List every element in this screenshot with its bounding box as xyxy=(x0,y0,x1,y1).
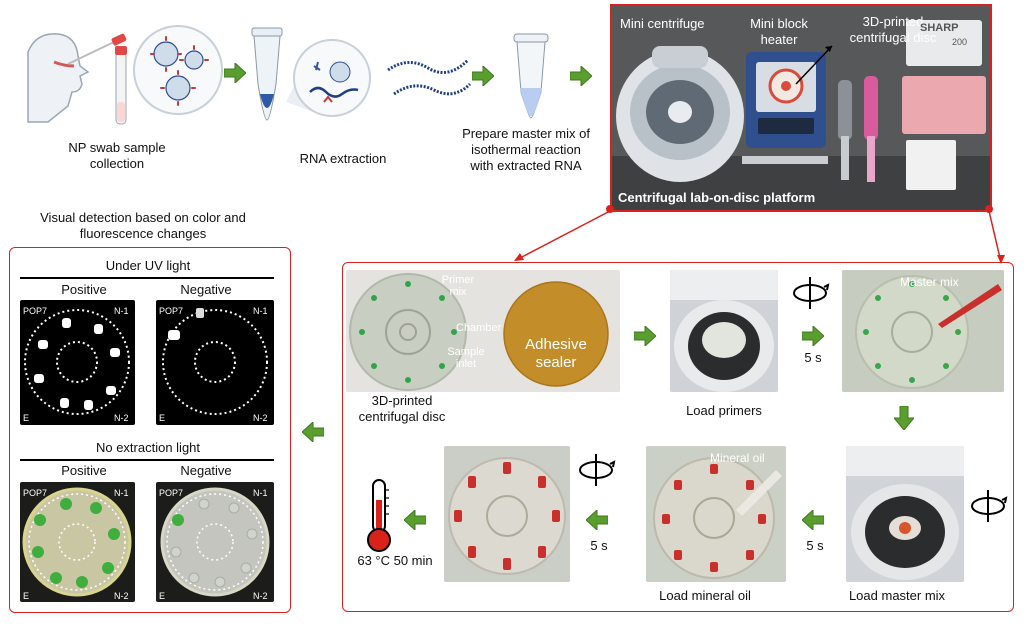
spin-time-1: 5 s xyxy=(804,350,822,365)
uv-positive-n1: N-1 xyxy=(114,306,129,316)
noext-heading: No extraction light xyxy=(95,440,201,455)
uv-positive-photo: POP7 N-1 E N-2 xyxy=(20,300,135,425)
flow-arrow-7 xyxy=(586,510,608,530)
spin-time-3: 5 s xyxy=(590,538,608,553)
uv-negative-n1: N-1 xyxy=(253,306,268,316)
load-primers-photo xyxy=(670,270,778,392)
frame-corner-dot xyxy=(606,205,614,213)
rna-strands-icon xyxy=(387,58,472,96)
callout-line xyxy=(795,45,833,85)
extraction-tube-icon xyxy=(251,27,283,121)
virus-particles-icon xyxy=(133,25,223,115)
sharp-box-label: SHARP xyxy=(920,22,959,34)
uv-negative-n2: N-2 xyxy=(253,413,268,423)
load-mineral-oil-label: Load mineral oil xyxy=(659,588,751,603)
flow-arrow-4 xyxy=(634,326,656,346)
noext-positive-n1: N-1 xyxy=(114,488,129,498)
swab-label: NP swab sample collection xyxy=(68,140,166,171)
spin-icon xyxy=(971,490,1008,522)
uv-positive-pop7: POP7 xyxy=(23,306,48,316)
incubation-label: 63 °C 50 min xyxy=(357,553,433,568)
disc-sealer-photo: Primer mix Chamber Sample inlet Adhesive… xyxy=(346,270,620,392)
load-master-mix-label: Load master mix xyxy=(848,588,946,603)
spin-time-2: 5 s xyxy=(806,538,824,553)
visual-detection-panel xyxy=(9,247,291,613)
uv-negative-e: E xyxy=(159,413,166,423)
uv-positive-n2: N-2 xyxy=(114,413,129,423)
load-master-mix-photo xyxy=(846,446,964,582)
uv-positive-label: Positive xyxy=(61,282,107,297)
noext-positive-pop7: POP7 xyxy=(23,488,48,498)
spin-icon xyxy=(579,454,616,486)
uv-heading: Under UV light xyxy=(105,258,191,273)
master-mix-photo: Master mix xyxy=(842,270,1004,392)
visual-title: Visual detection based on color and fluo… xyxy=(40,210,246,241)
rna-label: RNA extraction xyxy=(299,151,387,166)
flow-arrow-2 xyxy=(472,66,494,86)
noext-negative-n2: N-2 xyxy=(253,591,268,601)
mini-centrifuge-label: Mini centrifuge xyxy=(620,16,705,31)
noext-divider xyxy=(20,459,274,461)
sharp-box-number: 200 xyxy=(952,37,968,47)
mastermix-label: Prepare master mix of isothermal reactio… xyxy=(462,126,590,173)
chamber-label: Chamber xyxy=(456,322,502,334)
mineral-oil-photo: Mineral oil xyxy=(646,446,786,582)
noext-negative-photo: POP7 N-1 E N-2 xyxy=(156,482,274,602)
platform-photo xyxy=(612,6,990,210)
load-primers-label: Load primers xyxy=(686,403,762,418)
adhesive-sealer-label: Adhesive sealer xyxy=(525,336,587,371)
master-mix-label: Master mix xyxy=(900,275,959,289)
noext-positive-label: Positive xyxy=(61,463,107,478)
workflow-panel xyxy=(342,262,1014,612)
noext-positive-e: E xyxy=(23,591,30,601)
uv-negative-pop7: POP7 xyxy=(159,306,184,316)
uv-negative-photo: POP7 N-1 E N-2 xyxy=(156,300,274,425)
final-disc-photo xyxy=(444,446,570,582)
frame-corner-dot xyxy=(985,205,993,213)
uv-positive-e: E xyxy=(23,413,30,423)
spin-icon xyxy=(793,277,830,309)
flow-arrow-down xyxy=(894,406,914,430)
mini-block-heater-label: Mini block heater xyxy=(750,16,808,47)
np-swab-illustration xyxy=(27,33,127,125)
noext-positive-n2: N-2 xyxy=(114,591,129,601)
uv-negative-label: Negative xyxy=(180,282,232,297)
noext-negative-pop7: POP7 xyxy=(159,488,184,498)
noext-negative-n1: N-1 xyxy=(253,488,268,498)
uv-divider xyxy=(20,277,274,279)
disc-label: 3D-printed centrifugal disc xyxy=(358,393,446,424)
noext-negative-label: Negative xyxy=(180,463,232,478)
master-mix-tube-icon xyxy=(513,33,549,119)
flow-arrow-to-detection xyxy=(302,422,324,442)
primer-mix-label: Primer mix xyxy=(441,274,475,298)
flow-arrow-1 xyxy=(224,63,246,83)
connector-lines xyxy=(514,210,1005,264)
platform-photo-frame: Mini centrifuge Mini block heater 3D-pri… xyxy=(610,4,992,212)
rna-molecules-icon xyxy=(286,39,371,117)
flow-arrow-3 xyxy=(570,66,592,86)
flow-arrow-6 xyxy=(802,510,824,530)
thermometer-icon xyxy=(367,479,391,552)
platform-title: Centrifugal lab-on-disc platform xyxy=(618,190,816,205)
noext-positive-photo: POP7 N-1 E N-2 xyxy=(20,482,135,602)
flow-arrow-5 xyxy=(802,326,824,346)
disc-printed-label: 3D-printed centrifugal disc xyxy=(849,14,937,45)
sample-inlet-label: Sample inlet xyxy=(447,346,485,370)
flow-arrow-8 xyxy=(404,510,426,530)
mineral-oil-label: Mineral oil xyxy=(710,451,765,465)
noext-negative-e: E xyxy=(159,591,166,601)
